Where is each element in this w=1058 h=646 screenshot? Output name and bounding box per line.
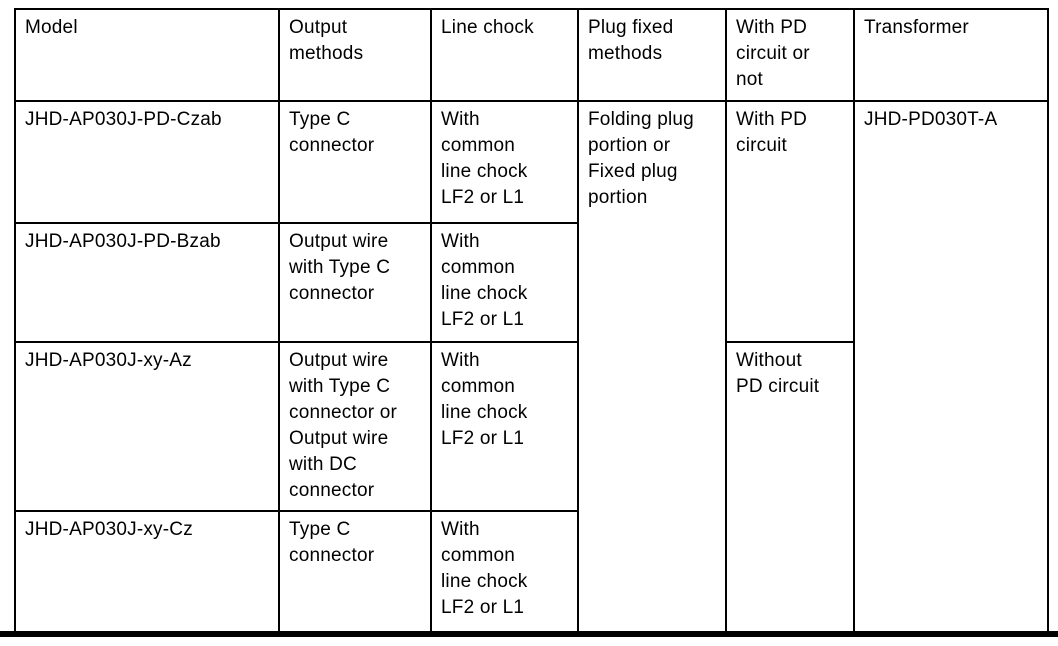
header-line-chock: Line chock — [430, 8, 579, 102]
model-spec-table: Model Output methods Line chock Plug fix… — [14, 8, 1049, 633]
header-transformer: Transformer — [853, 8, 1049, 102]
table-row-1: JHD-AP030J-PD-Czab Type C connector With… — [14, 100, 1049, 633]
cell-with-pd-circuit: With PD circuit — [725, 100, 855, 343]
cell-without-pd-circuit: Without PD circuit — [725, 341, 855, 633]
cell-model-2: JHD-AP030J-PD-Bzab — [14, 222, 280, 343]
cell-output-2: Output wire with Type C connector — [278, 222, 432, 343]
header-row: Model Output methods Line chock Plug fix… — [14, 8, 1049, 102]
cell-model-1: JHD-AP030J-PD-Czab — [14, 100, 280, 224]
header-output-methods: Output methods — [278, 8, 432, 102]
header-pd-circuit: With PD circuit or not — [725, 8, 855, 102]
header-plug-fixed-methods: Plug fixed methods — [577, 8, 727, 102]
cell-transformer-model: JHD-PD030T-A — [853, 100, 1049, 633]
cell-output-4: Type C connector — [278, 510, 432, 633]
cell-model-3: JHD-AP030J-xy-Az — [14, 341, 280, 512]
header-model: Model — [14, 8, 280, 102]
cell-chock-4: With common line chock LF2 or L1 — [430, 510, 579, 633]
cell-chock-2: With common line chock LF2 or L1 — [430, 222, 579, 343]
cell-output-1: Type C connector — [278, 100, 432, 224]
cell-plug-fixed-methods: Folding plug portion or Fixed plug porti… — [577, 100, 727, 633]
cell-chock-1: With common line chock LF2 or L1 — [430, 100, 579, 224]
cell-chock-3: With common line chock LF2 or L1 — [430, 341, 579, 512]
cell-model-4: JHD-AP030J-xy-Cz — [14, 510, 280, 633]
table-row-4: JHD-AP030J-xy-Cz Type C connector With c… — [14, 510, 1048, 633]
cell-output-3: Output wire with Type C connector or Out… — [278, 341, 432, 512]
bottom-horizontal-rule — [0, 631, 1058, 637]
table-row-2: JHD-AP030J-PD-Bzab Output wire with Type… — [14, 222, 1048, 343]
